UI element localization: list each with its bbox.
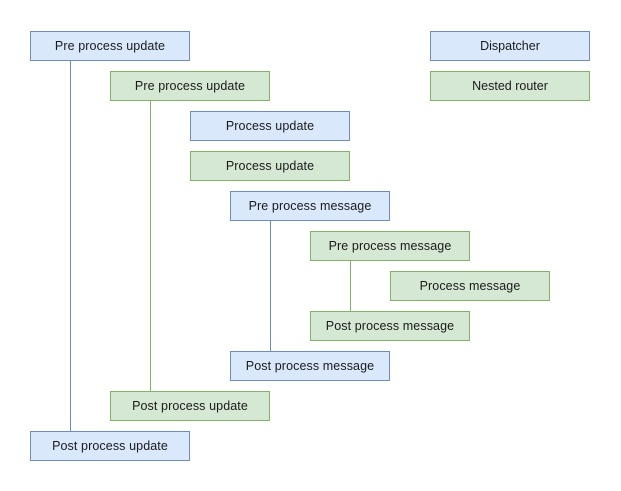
flow-node[interactable]: Pre process update	[30, 31, 190, 61]
legend-item-dispatcher[interactable]: Dispatcher	[430, 31, 590, 61]
flow-node[interactable]: Post process message	[310, 311, 470, 341]
flow-node[interactable]: Post process update	[110, 391, 270, 421]
connector-line	[270, 221, 271, 351]
flow-node[interactable]: Pre process update	[110, 71, 270, 101]
connector-line	[350, 261, 351, 311]
flow-node[interactable]: Post process message	[230, 351, 390, 381]
flow-node[interactable]: Process update	[190, 151, 350, 181]
flow-node[interactable]: Process message	[390, 271, 550, 301]
flow-node[interactable]: Pre process message	[310, 231, 470, 261]
legend-item-nested-router[interactable]: Nested router	[430, 71, 590, 101]
connector-line	[150, 101, 151, 391]
connector-line	[70, 61, 71, 431]
flow-node[interactable]: Post process update	[30, 431, 190, 461]
flow-node[interactable]: Pre process message	[230, 191, 390, 221]
flow-node[interactable]: Process update	[190, 111, 350, 141]
